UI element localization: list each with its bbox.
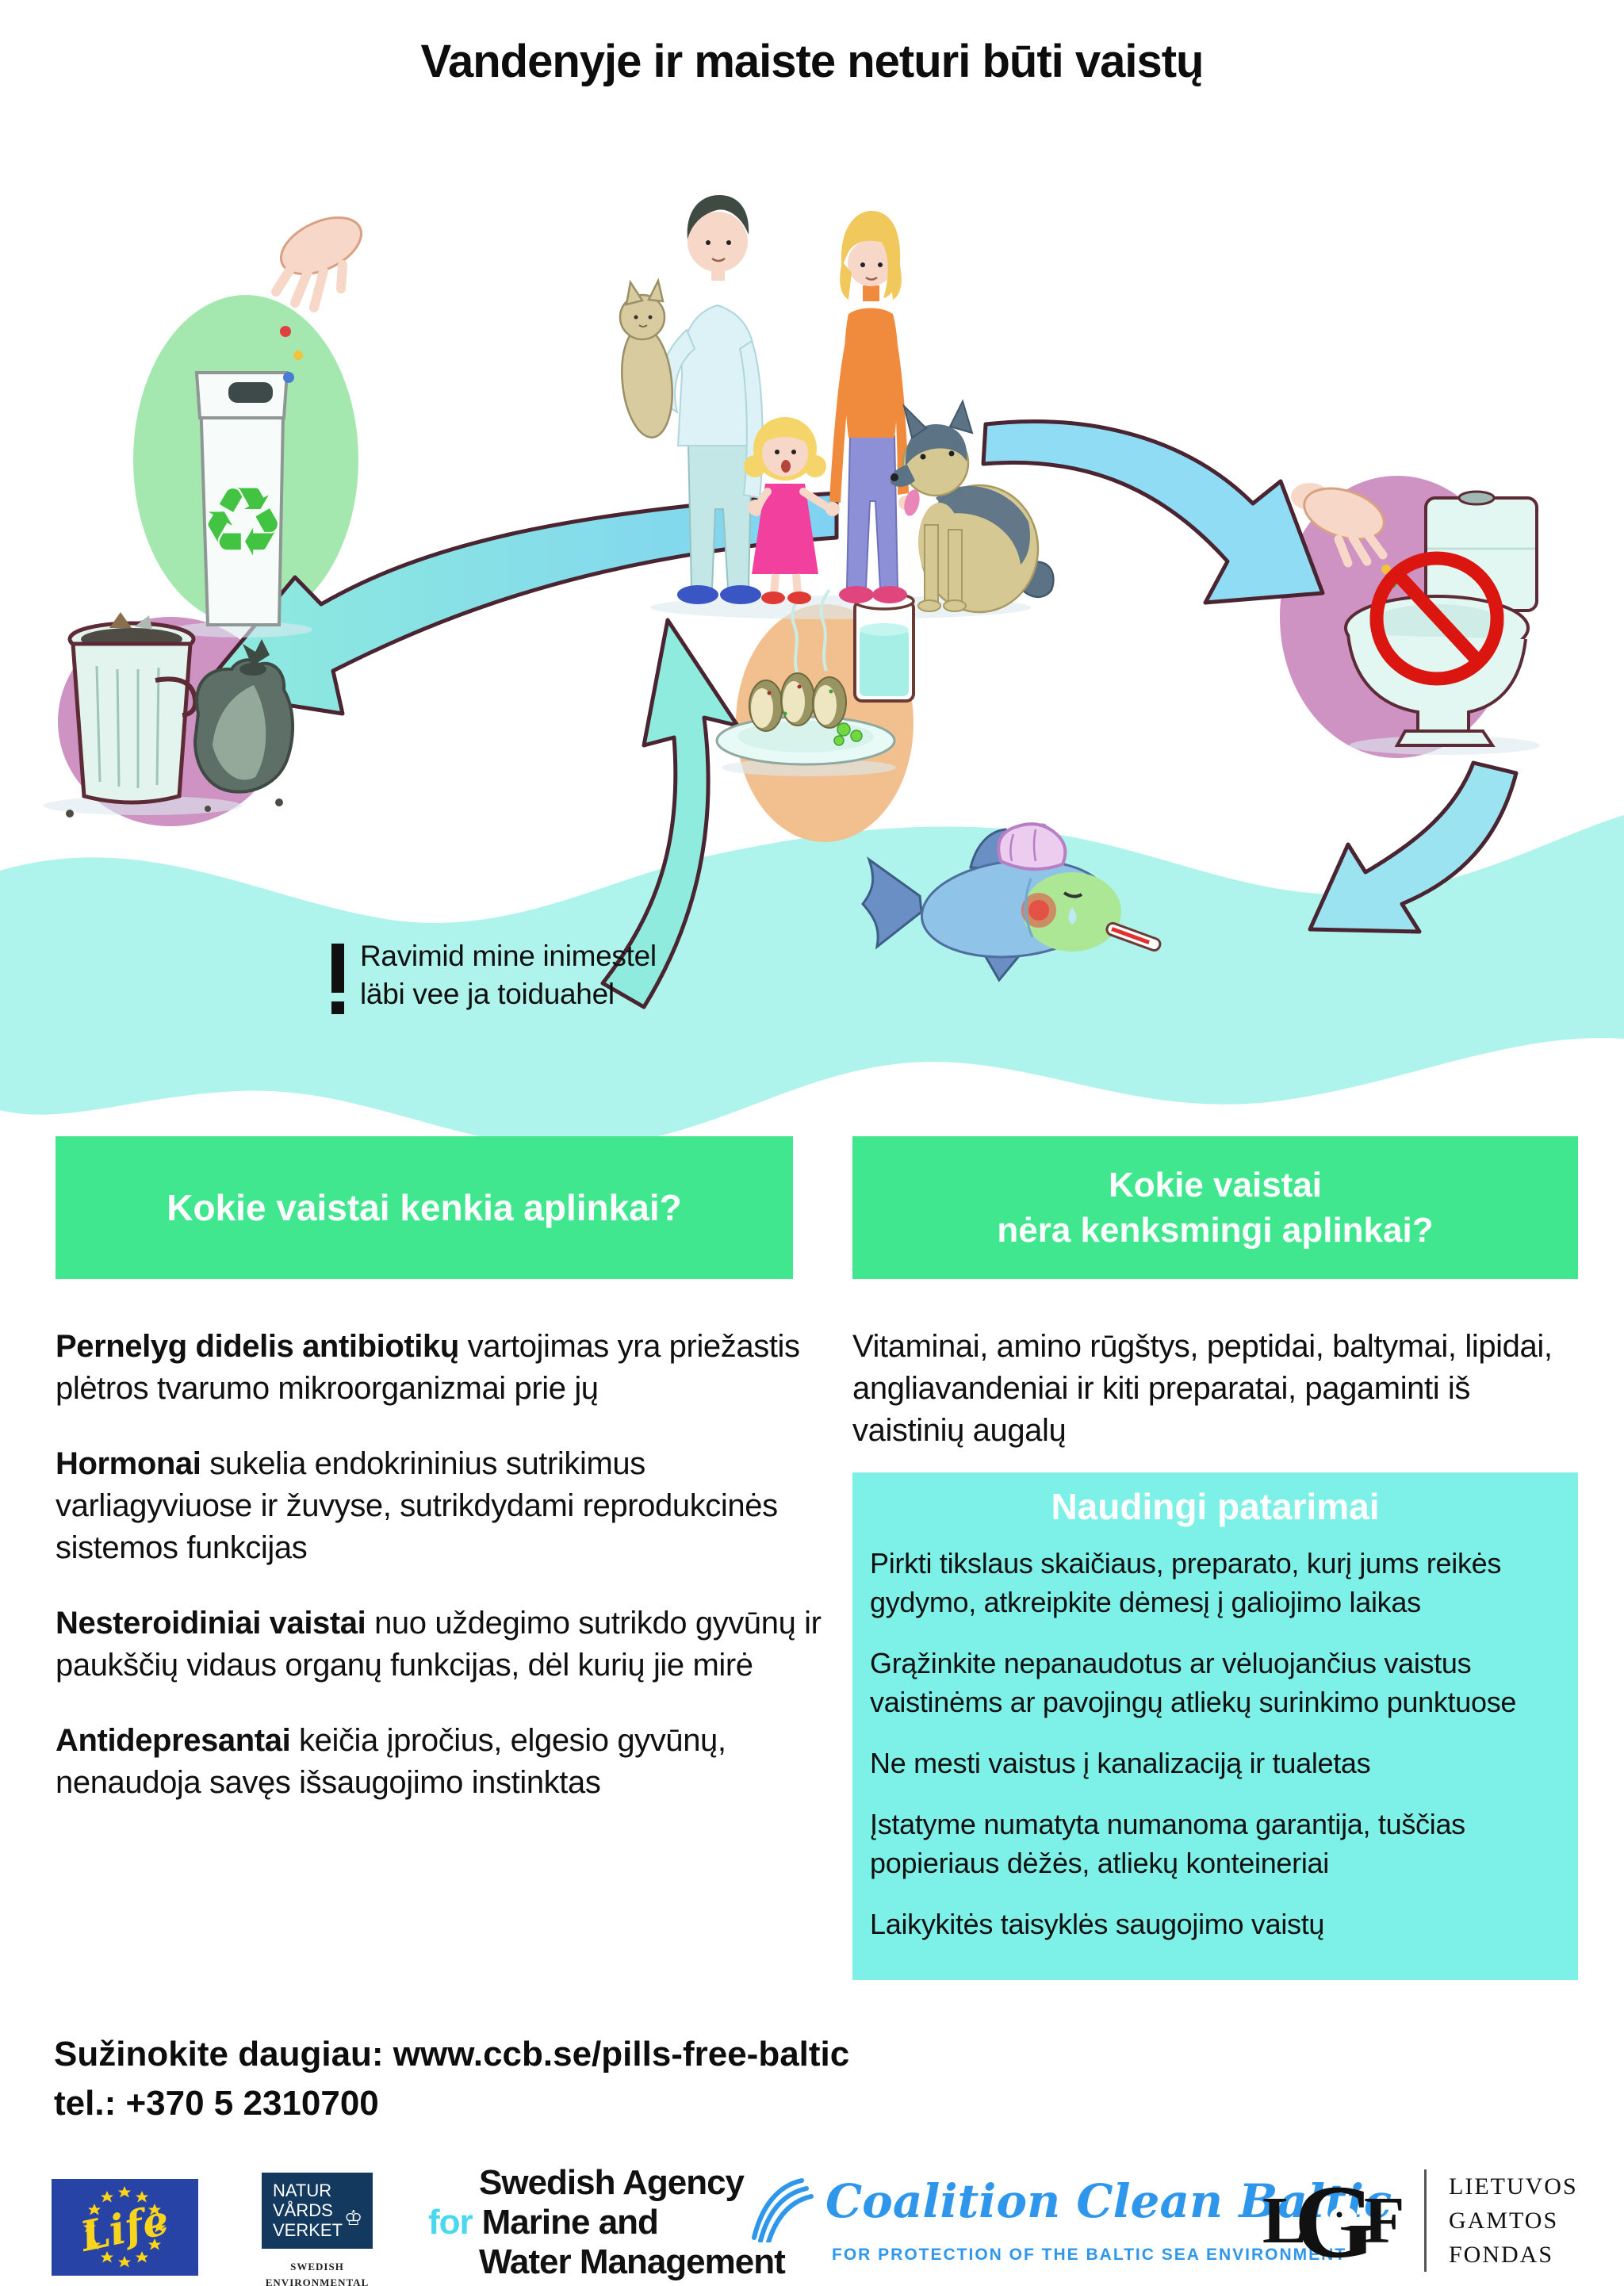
warning-line2: läbi vee ja toiduahel <box>360 978 615 1010</box>
paragraph-antidepressants-lead: Antidepresantai <box>56 1723 291 1758</box>
tip-storage-rules: Laikykitės taisyklės saugojimo vaistų <box>870 1908 1325 1940</box>
paragraph-antidepressants-text: keičia įpročius, elgesio gyvūnų, nenaudo… <box>56 1723 726 1800</box>
seal-face-icon <box>1330 2207 1357 2227</box>
cycle-illustration: ♻ <box>0 195 1624 1147</box>
poster-title: Vandenyje ir maiste neturi būti vaistų <box>420 36 1205 87</box>
recycling-bin-icon: ♻ <box>194 371 289 626</box>
sick-fish-icon <box>861 822 1162 982</box>
tip-return-unused: Grąžinkite nepanaudotus ar vėluojančius … <box>870 1647 1517 1718</box>
water-wave-band <box>0 815 1624 1147</box>
nvv-sub-line1: SWEDISH ENVIRONMENTAL <box>265 2261 370 2286</box>
paragraph-hormones: Hormonai sukelia endokrininius sutrikimu… <box>56 1443 831 1569</box>
harmless-medicines-text: Vitaminai, amino rūgštys, peptidai, balt… <box>852 1329 1553 1448</box>
eu-life-logo: Life <box>52 2179 198 2280</box>
recycle-symbol-icon: ♻ <box>200 468 285 578</box>
coalition-clean-baltic-logo: Coalition Clean Baltic FOR PROTECTION OF… <box>749 2174 1392 2265</box>
lgf-mark-icon: L G F <box>1262 2165 1404 2276</box>
lgf-line1: LIETUVOS <box>1449 2173 1578 2200</box>
header-harmful-medicines-label: Kokie vaistai kenkia aplinkai? <box>167 1187 682 1228</box>
food-plate-icon <box>715 588 896 766</box>
nvv-line2: VÅRDS <box>273 2200 333 2220</box>
lgf-line2: GAMTOS <box>1449 2207 1559 2234</box>
family-illustration <box>619 195 1055 614</box>
website-text: Sužinokite daugiau: www.ccb.se/pills-fre… <box>54 2035 850 2073</box>
warning-note: Ravimid mine inimestel läbi vee ja toidu… <box>331 937 657 1014</box>
paragraph-nsaids-text: nuo uždegimo sutrikdo gyvūnų ir paukščių… <box>56 1606 822 1683</box>
crown-icon: ♔ <box>344 2206 362 2230</box>
girl-figure <box>744 417 833 604</box>
contact-block: Sužinokite daugiau: www.ccb.se/pills-fre… <box>54 2030 849 2128</box>
phone-text: tel.: +370 5 2310700 <box>54 2084 379 2123</box>
header-harmless-medicines: Kokie vaistai nėra kenksmingi aplinkai? <box>852 1136 1578 1279</box>
thermometer-icon <box>1105 921 1162 952</box>
swam-line2-text: Marine and <box>481 2203 659 2242</box>
garbage-bag-icon <box>193 639 294 794</box>
man-figure <box>658 195 764 604</box>
eu-stars <box>83 2186 166 2268</box>
peas <box>833 722 863 746</box>
tip-no-sewer: Ne mesti vaistus į kanalizaciją ir tuale… <box>870 1747 1371 1779</box>
hand-dropping-pills-icon <box>271 216 363 383</box>
ccb-name-text: Coalition Clean Baltic <box>825 2174 1392 2228</box>
swam-line3: Water Management <box>479 2242 786 2281</box>
arrow-family-to-toilet <box>981 419 1325 605</box>
header-harmless-line1: Kokie vaistai <box>1108 1166 1323 1204</box>
paragraph-antibiotics-text: vartojimas yra priežastis plėtros tvarum… <box>56 1329 800 1406</box>
cat-icon <box>619 278 673 438</box>
woman-figure <box>825 211 913 603</box>
lgf-letter-l: L <box>1262 2184 1307 2257</box>
ccb-wave-icon <box>752 2178 814 2242</box>
paragraph-hormones-text: sukelia endokrininius sutrikimus varliag… <box>56 1446 778 1565</box>
useful-tips-box: Naudingi patarimai Pirkti tikslaus skaič… <box>852 1472 1578 1980</box>
header-harmless-line2: nėra kenksmingi aplinkai? <box>997 1211 1434 1250</box>
lgf-logo: L G F LIETUVOS GAMTOS FONDAS <box>1262 2165 1578 2276</box>
swam-for-word: for <box>428 2203 473 2242</box>
nvv-line1: NATUR <box>273 2181 331 2200</box>
trash-can-icon <box>66 612 283 818</box>
nvv-line3: VERKET <box>273 2220 343 2240</box>
bread-slices <box>749 672 847 732</box>
cycle-arrows <box>197 419 1519 1009</box>
swam-line1: Swedish Agency <box>479 2163 745 2202</box>
header-harmful-medicines: Kokie vaistai kenkia aplinkai? <box>56 1136 793 1279</box>
arrow-toilet-to-water <box>1308 760 1519 934</box>
paragraph-nsaids: Nesteroidiniai vaistai nuo uždegimo sutr… <box>56 1602 831 1687</box>
paragraph-antibiotics: Pernelyg didelis antibiotikų vartojimas … <box>56 1326 831 1410</box>
paragraph-nsaids-lead: Nesteroidiniai vaistai <box>56 1606 366 1641</box>
prohibition-sign-icon <box>1369 551 1504 686</box>
tips-header: Naudingi patarimai <box>1051 1486 1380 1527</box>
water-glass-icon <box>853 592 915 703</box>
paragraph-antibiotics-lead: Pernelyg didelis antibiotikų <box>56 1329 459 1364</box>
hand-over-toilet-icon <box>1291 483 1397 588</box>
lgf-line3: FONDAS <box>1449 2241 1554 2268</box>
exclamation-icon <box>331 937 344 1014</box>
lgf-letter-f: F <box>1364 2184 1404 2257</box>
dog-icon <box>890 399 1055 614</box>
warning-line1: Ravimid mine inimestel <box>360 940 657 972</box>
tip-containers: Įstatyme numatyta numanoma garantija, tu… <box>870 1808 1465 1879</box>
tip-buy-exact-amount: Pirkti tikslaus skaičiaus, preparato, ku… <box>870 1547 1502 1618</box>
ice-pack-icon <box>997 822 1067 871</box>
harmful-medicines-list: Pernelyg didelis antibiotikų vartojimas … <box>56 1326 831 1837</box>
naturvardsverket-logo: NATUR VÅRDS VERKET ♔ SWEDISH ENVIRONMENT… <box>262 2173 373 2286</box>
paragraph-antidepressants: Antidepresantai keičia įpročius, elgesio… <box>56 1720 831 1804</box>
lgf-name-text: LIETUVOS GAMTOS FONDAS <box>1424 2169 1578 2272</box>
paragraph-hormones-lead: Hormonai <box>56 1446 201 1481</box>
ccb-subtitle-text: FOR PROTECTION OF THE BALTIC SEA ENVIRON… <box>832 2246 1347 2264</box>
